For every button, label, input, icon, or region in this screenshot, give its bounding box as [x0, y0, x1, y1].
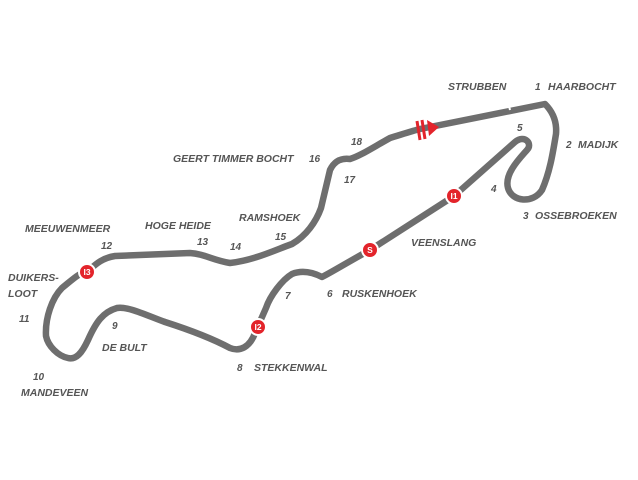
corner-11-number: 11: [19, 314, 30, 325]
corner-10-name: MANDEVEEN: [21, 387, 89, 399]
corner-1-name: HAARBOCHT: [548, 81, 617, 93]
corner-17-number: 17: [344, 175, 356, 186]
corner-14-number: 14: [230, 242, 242, 253]
intermediate-1-text: I1: [450, 191, 457, 201]
corner-12-number: 12: [101, 241, 113, 252]
corner-8-number: 8: [237, 363, 243, 374]
corner-10-number: 10: [33, 372, 45, 383]
track-path: [42, 100, 560, 362]
corner-8-name: STEKKENWAL: [254, 362, 328, 374]
corner-4-number: 4: [490, 184, 497, 195]
start-finish-icon: [415, 119, 439, 141]
intermediate-2-text: I2: [254, 322, 261, 332]
corner-16-name: GEERT TIMMER BOCHT: [173, 153, 295, 165]
corner-7-number: 7: [285, 291, 291, 302]
corner-9-number: 9: [112, 321, 118, 332]
corner-3-number: 3: [523, 211, 529, 222]
corner-2-name: MADIJK: [578, 139, 620, 151]
duikersloot-label-line1: DUIKERS-: [8, 272, 59, 284]
corner-15-name: RAMSHOEK: [239, 212, 302, 224]
speed-trap-text: S: [367, 245, 373, 255]
corner-15-number: 15: [275, 232, 287, 243]
intermediate-3-text: I3: [83, 267, 90, 277]
corner-6-number: 6: [327, 289, 333, 300]
intermediate-3-marker: I3: [78, 263, 96, 281]
corner-1-number: 1: [535, 82, 541, 93]
corner-2-number: 2: [565, 140, 572, 151]
speed-trap-marker: S: [361, 241, 379, 259]
duikersloot-label-line2: LOOT: [8, 288, 39, 300]
corner-13-number: 13: [197, 237, 209, 248]
corner-13-name: HOGE HEIDE: [145, 220, 212, 232]
veenslang-label: VEENSLANG: [411, 237, 476, 249]
corner-12-name: MEEUWENMEER: [25, 223, 111, 235]
corner-3-name: OSSEBROEKEN: [535, 210, 617, 222]
sector-line: [507, 101, 511, 111]
corner-5-number: 5: [517, 123, 523, 134]
corner-18-number: 18: [351, 137, 363, 148]
intermediate-2-marker: I2: [249, 318, 267, 336]
intermediate-1-marker: I1: [445, 187, 463, 205]
corner-9-name: DE BULT: [102, 342, 148, 354]
corner-6-name: RUSKENHOEK: [342, 288, 418, 300]
strubben-label: STRUBBEN: [448, 81, 507, 93]
corner-16-number: 16: [309, 154, 321, 165]
